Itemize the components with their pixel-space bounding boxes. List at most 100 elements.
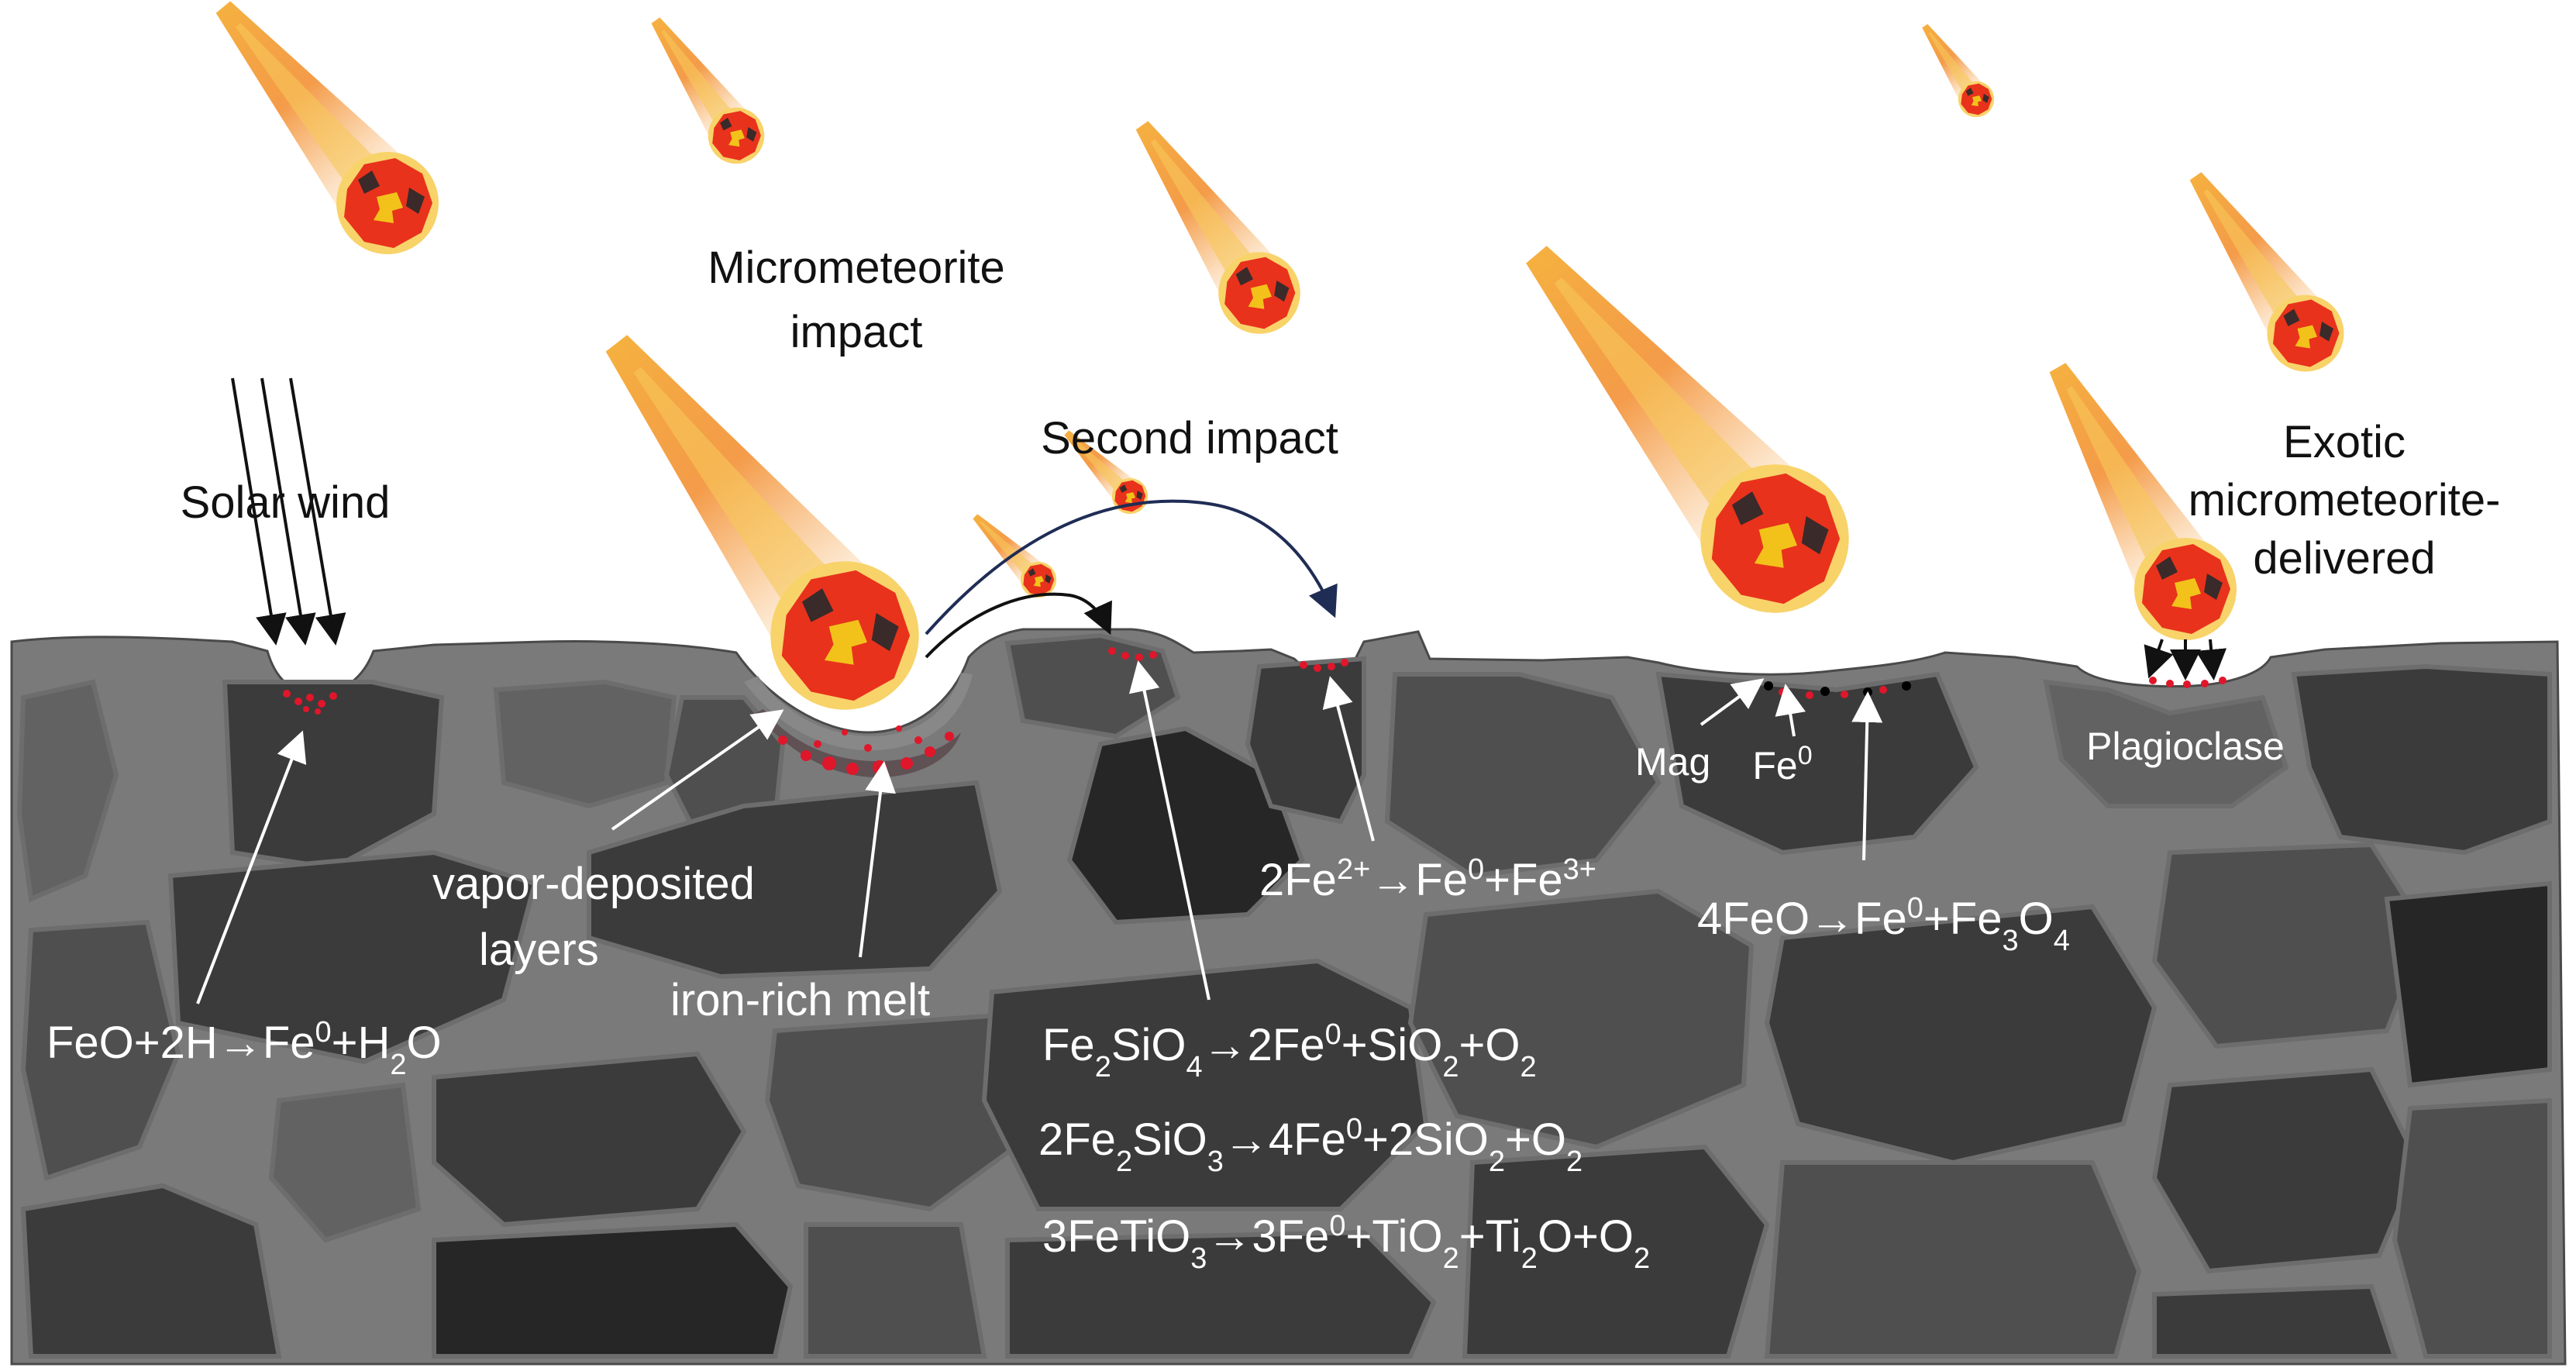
arrow-fe2sio4 (1128, 660, 1211, 1001)
melt-droplet-26 (1314, 664, 1321, 672)
melt-droplet-35 (2183, 680, 2191, 688)
fe0-superscript: 0 (1798, 741, 1813, 770)
meteor-crater-spot (1028, 568, 1036, 577)
solar-wind-arrows (231, 377, 346, 646)
reaction-4feo: 4FeO→Fe0+Fe3O4 (1697, 892, 2070, 957)
regolith-grain-8 (1066, 725, 1305, 925)
meteor-icon (2189, 172, 2344, 372)
meteor-icon (605, 335, 919, 710)
meteor-icon (215, 1, 439, 254)
regolith-grain-14 (20, 919, 181, 1181)
melt-droplet-24 (1149, 651, 1157, 659)
label-fe0: Fe0 (1752, 741, 1812, 787)
meteor-glow-spot (2295, 325, 2317, 349)
meteor-glow-spot (2171, 578, 2201, 609)
label-exotic-line2: micrometeorite- (2189, 475, 2501, 525)
melt-droplet-34 (2166, 680, 2174, 687)
regolith-grain-11 (1655, 671, 1979, 856)
regolith-grain-20 (1005, 1229, 1437, 1359)
label-solar-wind: Solar wind (181, 477, 391, 528)
meteor-crater-spot (1801, 516, 1829, 555)
arrow-fe0-solar-wind (196, 730, 307, 1004)
melt-droplet-16 (814, 740, 821, 748)
second-impact-trajectory (925, 499, 1338, 659)
meteor-glow-spot (1754, 522, 1797, 568)
meteor-icon (1922, 23, 1995, 118)
regolith-grain-13 (2291, 663, 2552, 856)
melt-droplet-23 (1135, 653, 1143, 661)
meteor-crater-spot (1045, 574, 1052, 584)
meteor-crater-spot (358, 171, 380, 194)
meteor-glow-spot (1248, 284, 1272, 309)
meteor-icon (651, 17, 765, 164)
meteor-glow-spot (1033, 576, 1044, 587)
label-micrometeorite-line2: impact (790, 307, 923, 357)
meteor-glow-spot (728, 129, 745, 147)
meteor-glow-spot (1971, 95, 1982, 107)
melt-droplet-7 (315, 708, 321, 715)
magnetite-grain-4 (1902, 681, 1911, 691)
label-mag: Mag (1635, 740, 1710, 784)
melt-droplet-2 (294, 698, 302, 705)
meteor-icon (2049, 363, 2237, 640)
regolith-grain-26 (2384, 880, 2552, 1088)
regolith-grain-23 (1764, 904, 2158, 1166)
reaction-3fetio3: 3FeTiO3→3Fe0+TiO2+Ti2O+O2 (1042, 1210, 1650, 1275)
fe0-base: Fe (1752, 744, 1797, 787)
meteor-crater-spot (1982, 94, 1989, 103)
melt-droplet-32 (1879, 686, 1887, 694)
regolith-grain-21 (1407, 888, 1755, 1150)
label-vapor-deposited-line2: layers (479, 925, 599, 975)
magnetite-grain-3 (1863, 687, 1872, 697)
meteor-crater-spot (801, 588, 834, 622)
melt-droplet-21 (1108, 647, 1116, 655)
regolith-grain-16 (432, 1051, 747, 1228)
solar-wind-ray-3 (289, 377, 346, 646)
regolith-grain-17 (432, 1221, 794, 1359)
melt-droplet-6 (303, 706, 309, 712)
regolith-grain-24 (1764, 1160, 2142, 1359)
reaction-fe2sio4: Fe2SiO4→2Fe0+SiO2+O2 (1042, 1018, 1537, 1083)
meteor-icon (1135, 121, 1300, 334)
label-micrometeorite-line1: Micrometeorite (708, 243, 1005, 293)
label-plagioclase: Plagioclase (2086, 725, 2285, 768)
exotic-delivery-arrows (2144, 639, 2227, 680)
meteor-crater-spot (1119, 484, 1128, 493)
meteor-crater-spot (1965, 88, 1974, 96)
regolith-grain-2 (222, 680, 445, 871)
melt-droplet-17 (864, 744, 872, 752)
meteor-glow-spot (1124, 492, 1135, 504)
regolith-grain-1 (16, 679, 119, 903)
regolith-grain-31 (804, 1222, 987, 1359)
regolith-grains (16, 632, 2552, 1359)
meteor-icon (973, 514, 1057, 598)
meteor-crater-spot (2283, 308, 2300, 326)
regolith-grain-22 (1462, 1144, 1770, 1359)
reaction-feo-2h: FeO+2H→Fe0+H2O (46, 1016, 442, 1081)
label-second-impact: Second impact (1041, 413, 1338, 463)
melt-droplet-15 (945, 732, 954, 741)
melt-droplet-20 (896, 725, 902, 732)
regolith-grain-29 (2152, 1283, 2399, 1359)
meteor-crater-spot (406, 188, 425, 214)
melt-droplet-33 (2149, 677, 2157, 684)
meteor-crater-spot (1235, 267, 1253, 286)
meteor-crater-spot (2156, 556, 2178, 580)
meteor-crater-spot (871, 613, 899, 652)
meteor-crater-spot (746, 127, 757, 142)
melt-droplets (283, 647, 2226, 775)
regolith-grain-30 (268, 1082, 422, 1243)
meteor-icon (1064, 430, 1149, 515)
melt-droplet-27 (1328, 663, 1335, 670)
exotic-arrow-1 (2144, 639, 2174, 679)
melt-droplet-13 (901, 757, 913, 770)
meteor-icon (1526, 246, 1849, 613)
reaction-2fe2plus: 2Fe2+→Fe0+Fe3+ (1259, 853, 1596, 905)
regolith-layer (10, 628, 2567, 1366)
melt-droplet-1 (283, 690, 291, 698)
meteor-group (215, 1, 2344, 710)
regolith-grain-6 (587, 780, 1003, 980)
regolith-grain-25 (2151, 842, 2429, 1049)
solar-wind-ray-1 (231, 377, 287, 646)
